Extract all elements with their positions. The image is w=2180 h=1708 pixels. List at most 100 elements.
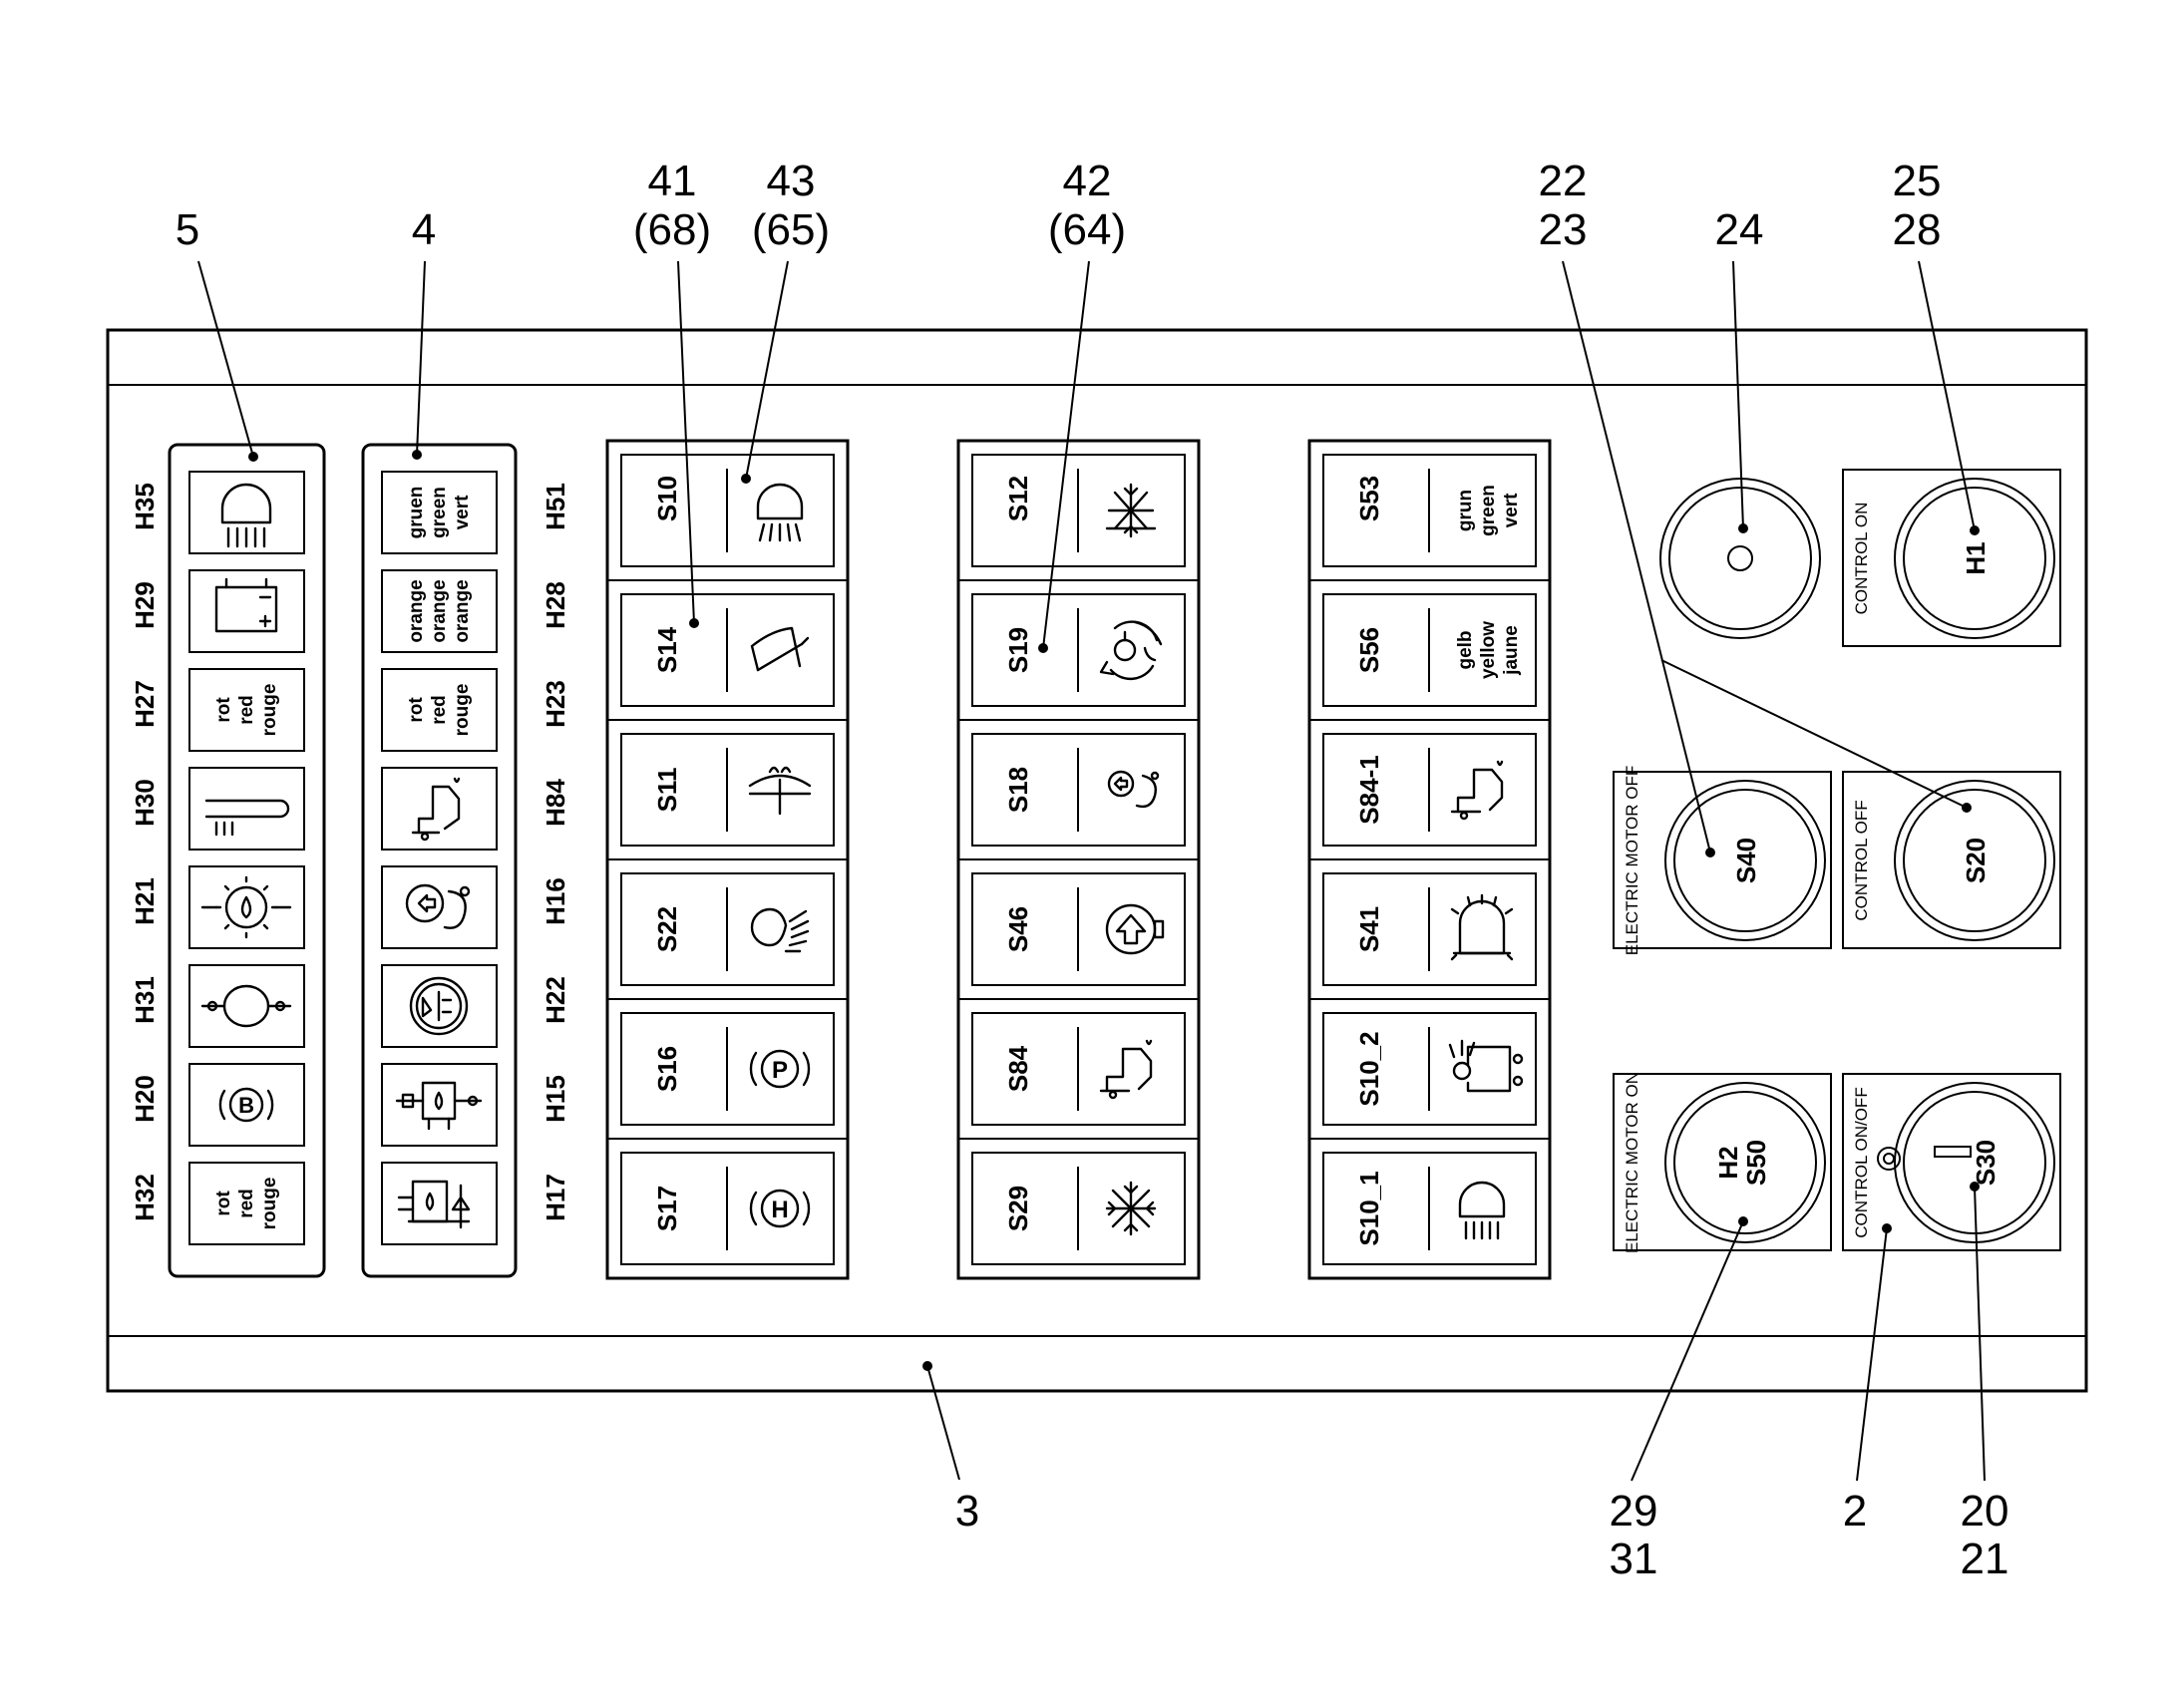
lamp-label-h84: H84 (541, 779, 570, 827)
svg-text:rot: rot (406, 697, 427, 723)
switch-s29[interactable]: S29 (971, 1152, 1186, 1265)
svg-text:green: green (1478, 485, 1499, 536)
switch-column-1: H51 H28 H23 H84 H16 H22 H15 H17 S10 S14 … (541, 439, 850, 1280)
callout-31: 31 (1610, 1535, 1658, 1583)
fog-light-icon (750, 907, 810, 953)
svg-text:S18: S18 (1003, 767, 1033, 813)
svg-text:orange: orange (406, 579, 427, 642)
switch-s19[interactable]: S19 (958, 593, 1199, 721)
callout-3: 3 (955, 1487, 979, 1536)
work-light-icon (220, 483, 272, 548)
lamp-h29 (188, 569, 305, 653)
svg-text:red: red (429, 695, 450, 725)
svg-text:B: B (238, 1093, 254, 1118)
air-conditioning-icon (1105, 1181, 1157, 1236)
electric-motor-off-button-s40[interactable]: ELECTRIC MOTOR OFF S40 (1613, 766, 1832, 955)
lamp-h30 (188, 767, 305, 851)
control-off-button-s20[interactable]: CONTROL OFF S20 (1842, 771, 2061, 949)
svg-text:P: P (772, 1057, 788, 1084)
lamp-label-h20: H20 (130, 1075, 160, 1123)
switch-s17[interactable]: S17 (620, 1152, 835, 1265)
lamp-red-text: rot red rouge (406, 684, 473, 737)
svg-text:S46: S46 (1003, 906, 1033, 952)
hydraulic-oil-temperature-icon (395, 1081, 483, 1131)
svg-text:rouge: rouge (452, 684, 473, 737)
switch-s11[interactable]: S11 (607, 733, 848, 860)
label-h2: H2 (1713, 1146, 1743, 1179)
switch-s84-1[interactable]: S84-1 (1309, 733, 1550, 860)
electric-motor-on-button-h2-s50[interactable]: ELECTRIC MOTOR ON H2 S50 (1613, 1072, 1832, 1253)
svg-text:jaune: jaune (1501, 625, 1522, 676)
svg-text:S17: S17 (652, 1186, 682, 1231)
switch-s14[interactable]: S14 (607, 593, 848, 721)
hook-icon (1107, 770, 1160, 809)
callout-23: 23 (1539, 205, 1588, 254)
control-key-switch-s30[interactable]: CONTROL ON/OFF S30 (1842, 1073, 2061, 1251)
control-on-lamp-h1: CONTROL ON H1 (1842, 469, 2061, 647)
tilt-cab-icon (411, 777, 461, 842)
knob-24[interactable] (1659, 478, 1821, 639)
svg-text:green: green (429, 487, 450, 538)
lamp-label-h28: H28 (541, 581, 570, 629)
switch-s84[interactable]: S84 (958, 1012, 1199, 1140)
switch-s10-1[interactable]: S10_1 (1322, 1152, 1537, 1265)
switch-s16[interactable]: S16 (607, 1012, 848, 1140)
lamp-strip-4: gruen green vert orange orange orange ro… (361, 443, 518, 1278)
lamp-green-text: gruen green vert (406, 487, 473, 539)
tilt-cab-icon (1099, 1039, 1153, 1100)
svg-text:red: red (236, 695, 257, 725)
lamp-label-h51: H51 (541, 483, 570, 530)
lamp-label-h31: H31 (130, 976, 160, 1024)
svg-text:S10: S10 (652, 476, 682, 521)
switch-s10[interactable]: S10 (607, 454, 848, 581)
callout-25: 25 (1893, 157, 1942, 205)
switch-s46[interactable]: S46 (958, 872, 1199, 1000)
switch-s12[interactable]: S12 (958, 454, 1199, 581)
battery-icon (214, 577, 278, 633)
svg-text:S56: S56 (1354, 627, 1384, 673)
lamp-h31 (188, 964, 305, 1048)
lamp-strip-5-labels: H35 H29 H27 H30 H21 H31 H20 H32 (130, 483, 160, 1221)
svg-text:vert: vert (452, 495, 473, 530)
callout-68: (68) (633, 205, 711, 254)
switch-s56[interactable]: S56 gelb yellow jaune (1309, 593, 1550, 721)
lamp-orange-text: orange orange orange (406, 579, 473, 642)
callout-29: 29 (1610, 1487, 1658, 1536)
svg-text:rot: rot (213, 1191, 234, 1216)
lamp-oil-pressure (381, 964, 498, 1048)
lamp-green (381, 471, 498, 554)
switch-s53[interactable]: S53 grun green vert (1309, 454, 1550, 581)
lamp-label-h21: H21 (130, 877, 160, 925)
switch-s22[interactable]: S22 (607, 872, 848, 1000)
switch-s10-2[interactable]: S10_2 (1309, 1012, 1550, 1140)
label-s30: S30 (1971, 1140, 2000, 1186)
hydraulic-icon (1105, 903, 1165, 955)
callout-65: (65) (752, 205, 830, 254)
lamp-label-h35: H35 (130, 483, 160, 530)
svg-text:S84-1: S84-1 (1354, 755, 1384, 824)
svg-text:S14: S14 (652, 626, 682, 673)
lamp-red (381, 668, 498, 752)
lamp-h35 (188, 471, 305, 554)
callout-24: 24 (1715, 205, 1764, 254)
parking-brake-icon: P (749, 1049, 811, 1089)
switch-s18[interactable]: S18 (958, 733, 1199, 860)
svg-text:rouge: rouge (259, 684, 280, 737)
label-s40: S40 (1731, 838, 1761, 883)
lamp-h27 (188, 668, 305, 752)
svg-text:S12: S12 (1003, 476, 1033, 521)
lamp-label-h16: H16 (541, 877, 570, 925)
hydraulic-brake-icon: H (749, 1189, 811, 1228)
main-panel (106, 328, 2088, 1393)
leader-lines (197, 260, 1986, 1482)
lamp-h32 (188, 1162, 305, 1245)
callout-64: (64) (1048, 205, 1126, 254)
washer-icon (748, 766, 812, 816)
svg-text:gruen: gruen (406, 487, 427, 539)
switch-s41[interactable]: S41 (1309, 872, 1550, 1000)
svg-text:S16: S16 (652, 1046, 682, 1092)
callout-41: 41 (648, 157, 697, 205)
svg-text:S84: S84 (1003, 1045, 1033, 1092)
lamp-label-h22: H22 (541, 976, 570, 1024)
